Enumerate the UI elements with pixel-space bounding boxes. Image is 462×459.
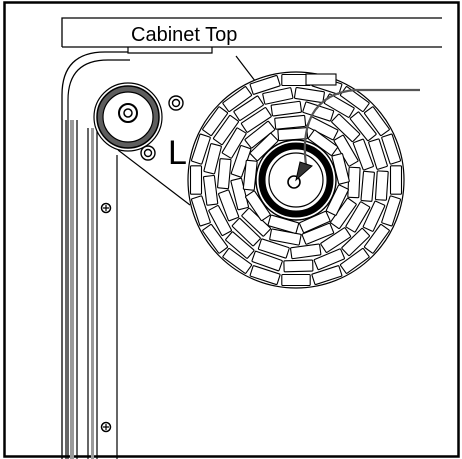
roll-slat <box>302 101 335 122</box>
roll-slat <box>277 127 309 142</box>
roll-slat <box>339 247 370 274</box>
mount-bolt <box>168 95 184 111</box>
roll-slat <box>240 107 272 133</box>
roll-slat <box>217 158 232 190</box>
roll-hub-ring <box>258 142 334 218</box>
roll-slat <box>190 133 211 165</box>
slat-roll <box>187 71 405 289</box>
roll-slat <box>363 106 390 137</box>
roll-slat <box>249 265 281 286</box>
roll-slat <box>231 217 261 247</box>
roll-slat <box>313 248 345 271</box>
corner-bracket-inner <box>67 59 130 459</box>
roll-slat <box>381 133 402 165</box>
roll-slat <box>202 106 229 137</box>
roll-slat <box>341 227 370 257</box>
side-rail-grey-stripe <box>91 128 94 459</box>
roll-slat <box>230 177 250 211</box>
roll-slat <box>352 138 374 171</box>
side-rail-grey-stripe <box>70 120 74 459</box>
roll-slat <box>362 200 386 232</box>
bracket-plate-edge <box>117 149 191 206</box>
roll-slat <box>360 170 375 202</box>
roll-slat <box>281 273 311 287</box>
mount-bolt <box>140 145 156 161</box>
roll-slat <box>222 86 253 113</box>
roll-slat <box>221 127 247 159</box>
roll-slat <box>190 195 211 227</box>
roll-slat <box>290 243 322 260</box>
roll-slat <box>212 114 239 146</box>
roll-slat <box>249 74 281 95</box>
roll-slat <box>189 165 203 195</box>
roll-slat <box>270 100 302 117</box>
roll-slat <box>251 250 283 272</box>
roll-slat <box>381 195 402 227</box>
roll-slat <box>233 95 264 121</box>
roll-slat <box>203 143 222 175</box>
roll-slat <box>293 86 325 104</box>
roll-slat <box>311 265 343 286</box>
roll-slat <box>363 223 390 254</box>
cabinet-top-tab <box>127 47 213 54</box>
roll-slat <box>320 227 352 253</box>
cabinet-top-label: Cabinet Top <box>131 24 237 46</box>
roll-slat <box>222 247 253 274</box>
roll-slat <box>389 165 403 195</box>
roll-slat <box>345 201 371 233</box>
roll-slat <box>274 114 307 130</box>
roll-slat <box>283 259 314 273</box>
roll-slat <box>331 113 361 143</box>
roll-slat <box>242 159 258 191</box>
rail-screw <box>100 421 112 433</box>
roll-slat <box>262 87 294 105</box>
roll-slat <box>244 120 276 149</box>
roll-slat <box>218 189 240 222</box>
roll-slat <box>374 170 389 201</box>
roll-slat <box>257 238 290 259</box>
roll-slat <box>208 205 232 236</box>
roll-slat <box>347 166 361 199</box>
leader-arrow <box>295 88 420 182</box>
rail-screw <box>100 202 112 214</box>
side-label-l: L <box>168 134 187 172</box>
roll-slat-end <box>305 73 337 86</box>
roll-slat <box>202 223 229 254</box>
corner-bracket <box>61 51 128 459</box>
idler-pulley <box>93 82 163 152</box>
roll-slat <box>225 231 255 259</box>
roll-slat <box>349 111 377 142</box>
roll-slat <box>368 138 388 170</box>
cabinet-top-bar <box>61 17 442 48</box>
roll-slat <box>202 174 219 206</box>
roll-slat <box>301 222 335 245</box>
